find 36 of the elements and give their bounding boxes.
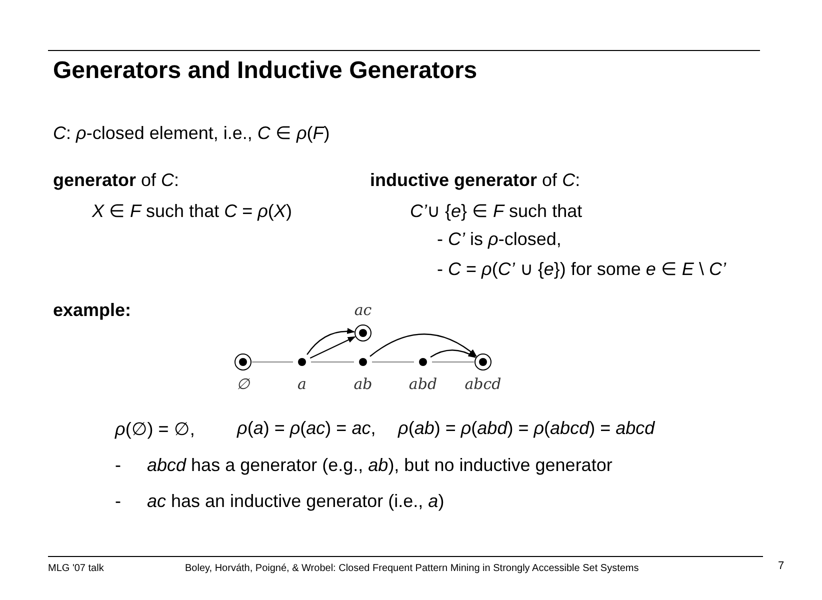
bullet-text: - C’ is ρ-closed,	[437, 229, 562, 250]
page-number: 7	[778, 560, 784, 572]
equation-text: ρ(∅) = ∅,	[115, 418, 195, 440]
bullet-dash: -	[115, 491, 121, 512]
arrow	[306, 328, 356, 355]
text-line: C: ρ-closed element, i.e., C ∈ ρ(F)	[53, 122, 330, 144]
line	[311, 361, 354, 363]
footer-text: MLG '07 talk	[48, 563, 104, 574]
node-label: ∅	[236, 375, 250, 393]
bullet-dash: -	[115, 455, 121, 476]
line	[252, 361, 293, 363]
heading: inductive generator of C:	[370, 170, 580, 191]
node-label: abd	[408, 375, 438, 393]
node-label: ac	[354, 301, 372, 319]
equation-text: ρ(a) = ρ(ac) = ac,	[237, 418, 376, 439]
arrow	[370, 334, 477, 357]
ringed-dot	[474, 353, 492, 371]
slide-title: Generators and Inductive Generators	[53, 57, 478, 85]
heading: example:	[53, 300, 132, 321]
line	[372, 361, 414, 363]
line	[432, 361, 474, 363]
definition-text: C’∪ {e} ∈ F such that	[410, 200, 582, 222]
definition-text: X ∈ F such that C = ρ(X)	[92, 200, 292, 222]
node-label: a	[298, 375, 306, 393]
equation-text: ρ(ab) = ρ(abd) = ρ(abcd) = abcd	[398, 418, 655, 439]
node-label: ab	[354, 375, 372, 393]
ringed-dot	[234, 353, 252, 371]
ringed-dot	[354, 324, 372, 342]
heading: generator of C:	[53, 170, 180, 191]
arrow	[430, 350, 476, 358]
bullet-text: - C = ρ(C’ ∪ {e}) for some e ∈ E \ C’	[437, 258, 726, 280]
arrow	[310, 336, 356, 359]
bullet-text: abcd has a generator (e.g., ab), but no inductive generator	[147, 455, 612, 476]
bullet-text: ac has an inductive generator (i.e., a)	[147, 491, 444, 512]
footer-text: Boley, Horváth, Poigné, & Wrobel: Closed Frequent Pattern Mining in Strongly Accessible Set Systems	[185, 563, 639, 574]
node-label: abcd	[464, 375, 502, 393]
